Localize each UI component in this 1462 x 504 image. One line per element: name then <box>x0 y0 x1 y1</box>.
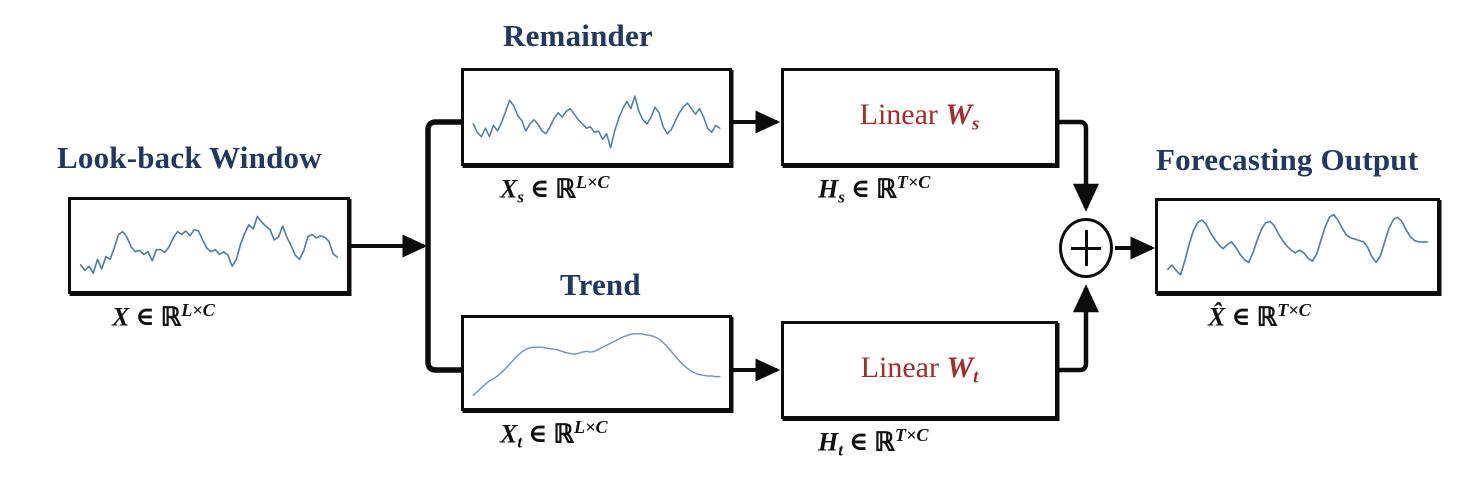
lookback-symbol: X <box>112 302 130 332</box>
linear-ws-caption: Hs∈ℝT×C <box>818 172 930 207</box>
output-caption: X̂∈ℝT×C <box>1208 300 1311 332</box>
lookback-relation: ∈ <box>135 302 155 332</box>
lookback-set: ℝ <box>160 302 182 332</box>
remainder-series <box>472 95 721 149</box>
trend-subscript: t <box>517 432 523 452</box>
sum-operator <box>1059 218 1113 278</box>
remainder-relation: ∈ <box>530 174 550 204</box>
trend-relation: ∈ <box>528 419 548 449</box>
trend-exponent: L×C <box>573 417 608 437</box>
linear-wt-caption: Ht∈ℝT×C <box>818 425 928 460</box>
trend-series <box>472 332 721 396</box>
ht-set: ℝ <box>874 427 895 457</box>
linear-wt-box[interactable]: Linear Wt <box>781 321 1058 419</box>
remainder-set: ℝ <box>555 174 576 204</box>
wire-linear-s-to-adder <box>1058 119 1100 212</box>
output-exponent: T×C <box>1277 300 1311 320</box>
lookback-caption: X∈ℝL×C <box>112 300 215 332</box>
ht-symbol: H <box>818 427 839 457</box>
linear-wt-symbol: W <box>946 351 974 385</box>
wire-split-bracket <box>425 119 462 373</box>
output-title: Forecasting Output <box>1156 142 1419 177</box>
trend-set: ℝ <box>553 419 574 449</box>
lookback-plot-box <box>68 197 350 294</box>
ht-relation: ∈ <box>849 427 869 457</box>
remainder-exponent: L×C <box>575 172 610 192</box>
remainder-title: Remainder <box>503 18 653 53</box>
linear-ws-subscript: s <box>972 113 980 135</box>
output-relation: ∈ <box>1231 302 1251 332</box>
trend-plot-box <box>461 315 732 411</box>
forecasting-output-series <box>1166 213 1429 276</box>
trend-caption: Xt∈ℝL×C <box>500 417 608 452</box>
output-plot-box <box>1155 198 1440 294</box>
lookback-title: Look-back Window <box>57 140 322 175</box>
trend-title: Trend <box>560 267 641 302</box>
wire-linear-t-to-adder <box>1058 284 1100 373</box>
linear-ws-box[interactable]: Linear Ws <box>781 68 1058 166</box>
linear-wt-subscript: t <box>973 366 979 388</box>
hs-exponent: T×C <box>896 172 931 192</box>
remainder-symbol: X <box>500 174 518 204</box>
trend-symbol: X <box>500 419 518 449</box>
linear-ws-symbol: W <box>945 98 973 132</box>
linear-wt-prefix: Linear <box>860 351 947 385</box>
remainder-caption: Xs∈ℝL×C <box>500 172 609 207</box>
plus-icon-vertical <box>1084 230 1088 266</box>
remainder-plot-box <box>461 68 732 166</box>
linear-wt-label: Linear Wt <box>861 351 979 389</box>
remainder-subscript: s <box>517 187 525 207</box>
ht-subscript: t <box>838 440 844 460</box>
ht-exponent: T×C <box>894 425 929 445</box>
lookback-window-series <box>79 215 339 274</box>
hs-set: ℝ <box>876 174 897 204</box>
hs-subscript: s <box>838 187 845 207</box>
linear-ws-prefix: Linear <box>859 98 946 132</box>
lookback-exponent: L×C <box>181 300 215 320</box>
output-set: ℝ <box>1256 302 1278 332</box>
hs-relation: ∈ <box>850 174 871 204</box>
hs-symbol: H <box>818 174 839 204</box>
linear-ws-label: Linear Ws <box>860 98 980 136</box>
output-symbol: X̂ <box>1208 302 1226 332</box>
